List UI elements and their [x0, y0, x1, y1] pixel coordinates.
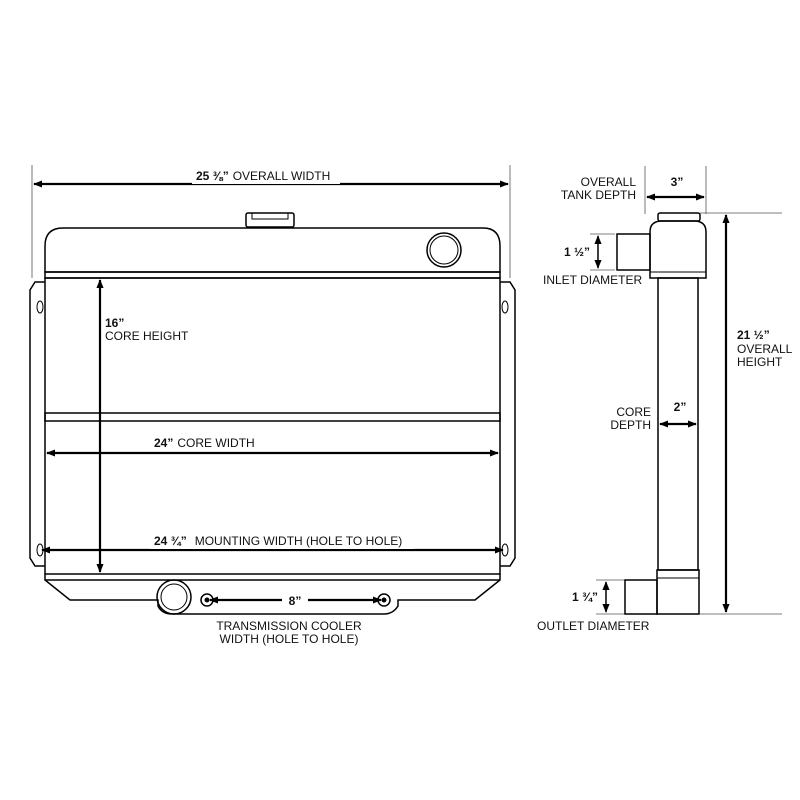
top-tank: [44, 227, 501, 273]
core-depth-label-line1: CORE: [616, 405, 651, 419]
filler-neck-cap: [245, 212, 295, 228]
trans-cooler-left-hole: [204, 597, 210, 603]
outlet-value: 1 ¾”: [572, 590, 598, 604]
trans-cooler-value: 8”: [289, 594, 302, 608]
trans-cooler-label-line2: WIDTH (HOLE TO HOLE): [220, 632, 359, 646]
core-height-label-bg: [102, 312, 192, 342]
mounting-width-label: 24 ¾” MOUNTING WIDTH (HOLE TO HOLE): [154, 534, 402, 548]
inlet-value: 1 ½”: [564, 245, 590, 259]
overall-width-label: 25 ⅜” OVERALL WIDTH: [196, 169, 330, 183]
core-width-label: 24” CORE WIDTH: [154, 436, 255, 450]
core-width-value: 24”: [154, 436, 173, 450]
trans-cooler-label-line1: TRANSMISSION COOLER: [216, 619, 362, 633]
core-height-text: CORE HEIGHT: [105, 329, 189, 343]
overall-height-label-line1: OVERALL: [737, 342, 793, 356]
filler-neck-rim: [251, 212, 289, 220]
core-center-support: [44, 412, 501, 422]
front-view: 25 ⅜” OVERALL WIDTH 16” CORE HEIGHT 24” CO…: [29, 165, 516, 646]
tank-depth-value: 3”: [671, 175, 684, 189]
side-filler-cap: [657, 212, 701, 222]
inlet-label: INLET DIAMETER: [543, 273, 642, 287]
inlet-neck-outer: [426, 232, 462, 268]
bottom-tank: [44, 574, 501, 615]
core-height-value: 16”: [105, 316, 124, 330]
overall-width-text: OVERALL WIDTH: [233, 169, 331, 183]
side-inlet-pipe: [616, 233, 651, 271]
outlet-label: OUTLET DIAMETER: [537, 619, 650, 633]
top-tank-seam: [44, 271, 501, 279]
side-outlet-pipe: [624, 579, 658, 615]
core-width-label-bg: [150, 437, 262, 451]
overall-width-value: 25 ⅜”: [196, 169, 229, 183]
side-top-tank: [649, 220, 707, 279]
trans-cooler-right-hole: [381, 597, 387, 603]
tank-depth-label-line1: OVERALL: [581, 175, 637, 189]
side-view: 3” OVERALL TANK DEPTH 1 ½” INLET DIAMETE…: [537, 166, 793, 633]
right-bracket-upper-hole: [501, 300, 509, 314]
radiator-core: [44, 277, 501, 575]
inlet-neck-inner: [429, 235, 459, 265]
side-bottom-tank: [656, 569, 700, 615]
tank-depth-label-line2: TANK DEPTH: [561, 188, 636, 202]
core-depth-label-line2: DEPTH: [610, 418, 651, 432]
overall-height-label-line2: HEIGHT: [737, 355, 783, 369]
core-depth-value: 2”: [674, 400, 687, 414]
mounting-width-value: 24 ¾”: [154, 534, 187, 548]
left-mounting-bracket: [29, 281, 45, 567]
outlet-neck-inner: [160, 583, 188, 611]
overall-width-label-bg: [192, 170, 340, 184]
trans-cooler-value-bg: [282, 591, 308, 609]
left-bracket-upper-hole: [36, 300, 44, 314]
core-width-text: CORE WIDTH: [177, 436, 254, 450]
overall-height-value: 21 ½”: [737, 328, 770, 342]
outlet-neck-outer: [156, 579, 192, 615]
right-mounting-bracket: [500, 281, 516, 567]
mounting-width-label-bg: [150, 533, 414, 549]
mounting-width-text: MOUNTING WIDTH (HOLE TO HOLE): [195, 534, 403, 548]
